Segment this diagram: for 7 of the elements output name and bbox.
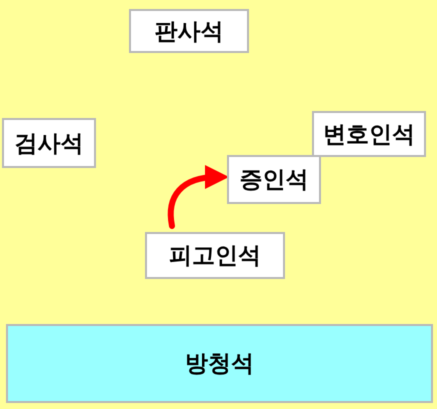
seat-box: 피고인석 <box>145 232 285 279</box>
arrow <box>168 166 229 229</box>
seat-box: 방청석 <box>6 324 433 403</box>
seat-box: 증인석 <box>227 155 321 204</box>
seat-box: 검사석 <box>2 118 96 168</box>
seat-box: 판사석 <box>129 9 249 53</box>
seat-box: 변호인석 <box>312 111 426 157</box>
